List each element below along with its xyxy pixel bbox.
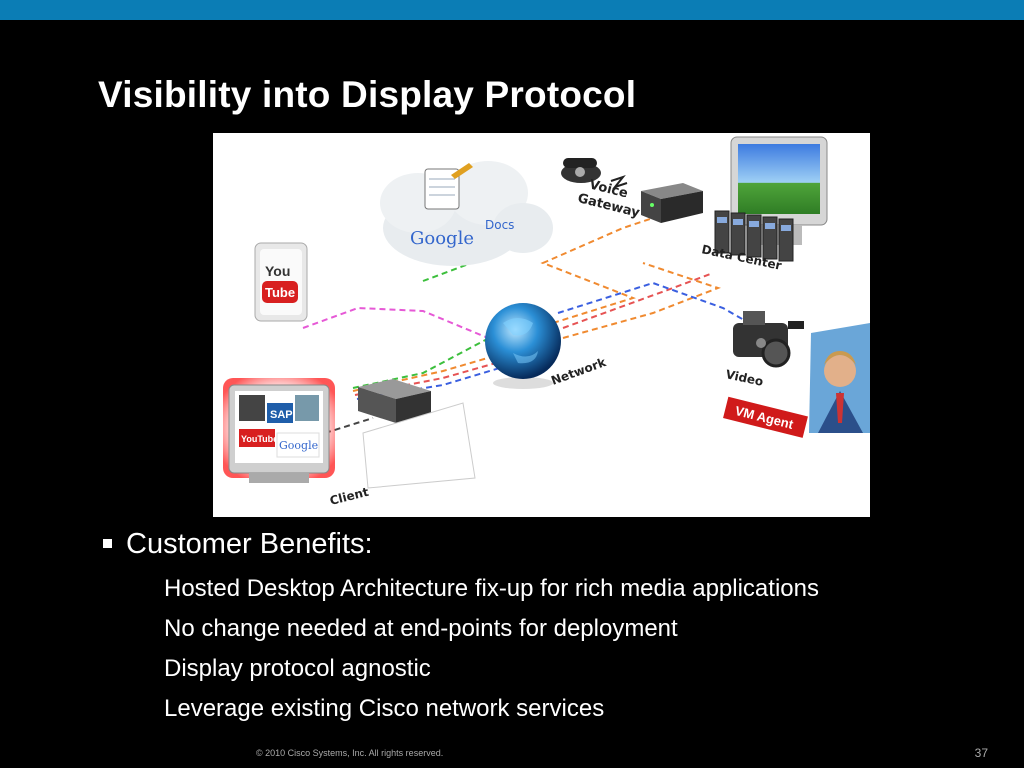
sub-bullet-2: No change needed at end-points for deplo…: [164, 615, 678, 642]
video-label: Video: [724, 367, 764, 389]
google-docs-cloud: Google Docs: [380, 161, 553, 266]
youtube-you-label: You: [265, 263, 290, 279]
lightning-icon: [610, 174, 628, 190]
client-router-icon: [358, 379, 476, 489]
network-globe-icon: [485, 303, 561, 389]
gateway-router-icon: [641, 183, 703, 223]
google-tile-label: Google: [279, 439, 318, 452]
copyright-footer: © 2010 Cisco Systems, Inc. All rights re…: [256, 748, 444, 758]
top-accent-bar: [0, 0, 1024, 20]
slide-title: Visibility into Display Protocol: [98, 74, 637, 115]
sub-bullet-3: Display protocol agnostic: [164, 655, 431, 682]
vm-agent-badge: VM Agent: [723, 396, 808, 438]
network-diagram: Google Docs You Tube Voice Gateway: [213, 133, 870, 517]
telephone-icon: [561, 158, 601, 183]
network-label: Network: [549, 355, 608, 388]
docs-label: Docs: [485, 218, 514, 232]
server-rack-icon: [714, 210, 794, 262]
google-logo-text: Google: [410, 228, 474, 249]
client-monitor-icon: SAP YouTube Google: [223, 378, 335, 483]
person-tile-icon: [295, 395, 319, 421]
video-camera-icon: [733, 311, 804, 368]
phone-tile-icon: [239, 395, 265, 421]
square-bullet-icon: [103, 539, 112, 548]
sap-tile-label: SAP: [270, 409, 293, 421]
youtube-icon: You Tube: [254, 242, 308, 322]
client-label: Client: [328, 485, 370, 508]
youtube-tile-label: YouTube: [241, 434, 278, 444]
page-number: 37: [974, 746, 988, 760]
sub-bullet-1: Hosted Desktop Architecture fix-up for r…: [164, 575, 819, 602]
desktop-monitor-icon: [730, 136, 828, 245]
sub-bullet-4: Leverage existing Cisco network services: [164, 695, 605, 722]
person-photo-icon: [809, 323, 870, 433]
youtube-tube-label: Tube: [265, 285, 295, 300]
pencil-icon: [451, 163, 473, 179]
